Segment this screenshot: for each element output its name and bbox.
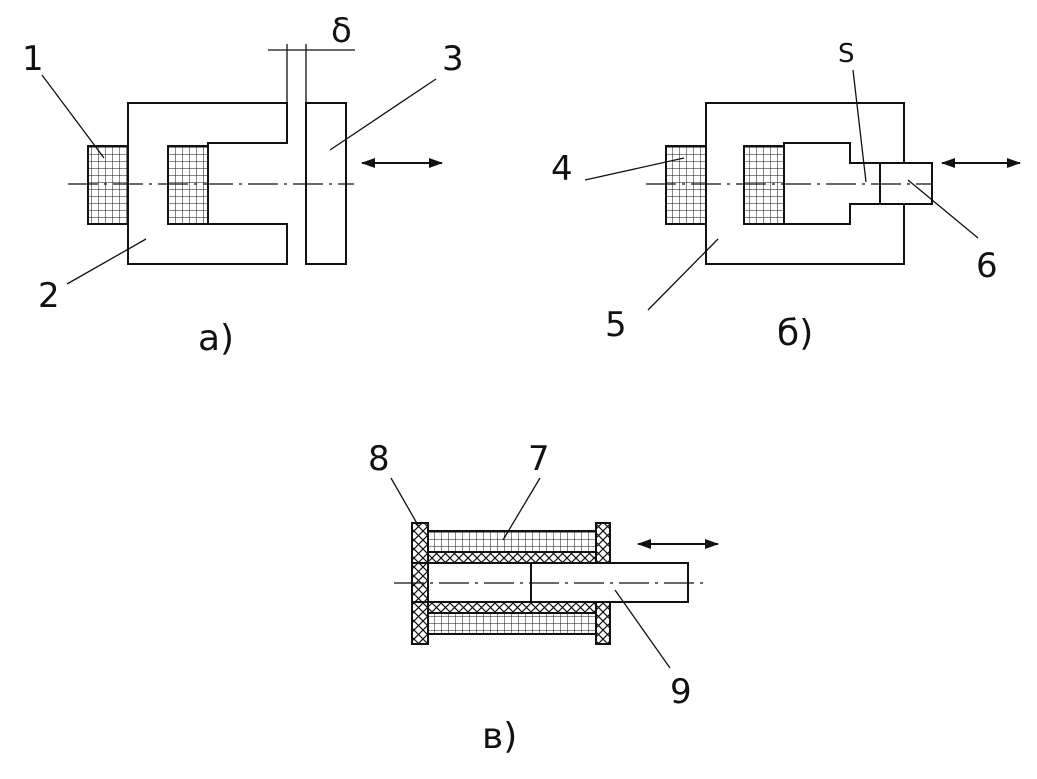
leader-8 xyxy=(390,477,420,528)
winding-1-inner xyxy=(167,145,209,225)
label-1: 1 xyxy=(22,39,44,79)
label-8: 8 xyxy=(368,439,390,479)
leader-9 xyxy=(614,589,671,669)
winding-1-outer xyxy=(87,145,129,225)
leader-6 xyxy=(907,179,979,239)
bobbin-tube-bottom xyxy=(427,601,597,614)
label-9: 9 xyxy=(670,672,692,712)
label-5: 5 xyxy=(605,305,627,345)
leader-3 xyxy=(329,78,437,151)
label-7: 7 xyxy=(528,439,550,479)
bobbin-tube-top xyxy=(427,551,597,564)
gap-label-delta: δ xyxy=(331,11,352,51)
leader-s xyxy=(852,69,867,183)
winding-4-inner xyxy=(743,145,785,225)
label-6: 6 xyxy=(976,246,998,286)
label-2: 2 xyxy=(38,276,60,316)
caption-c: в) xyxy=(482,716,517,757)
caption-b: б) xyxy=(777,313,813,354)
caption-a: a) xyxy=(198,318,234,359)
leader-4 xyxy=(584,157,685,181)
leader-1 xyxy=(41,74,105,159)
figure-b: 4 5 6 S б) xyxy=(551,39,1021,354)
leader-7 xyxy=(502,477,541,541)
label-4: 4 xyxy=(551,149,573,189)
figure-c: 8 7 9 в) xyxy=(368,439,719,757)
leader-2 xyxy=(66,238,147,285)
coil-7-bottom xyxy=(427,612,597,635)
figure-a: δ 1 2 3 a) xyxy=(22,11,464,359)
coil-7-top xyxy=(427,530,597,553)
leader-5 xyxy=(647,238,719,311)
label-3: 3 xyxy=(442,39,464,79)
winding-4-outer xyxy=(665,145,707,225)
label-s: S xyxy=(838,39,855,69)
